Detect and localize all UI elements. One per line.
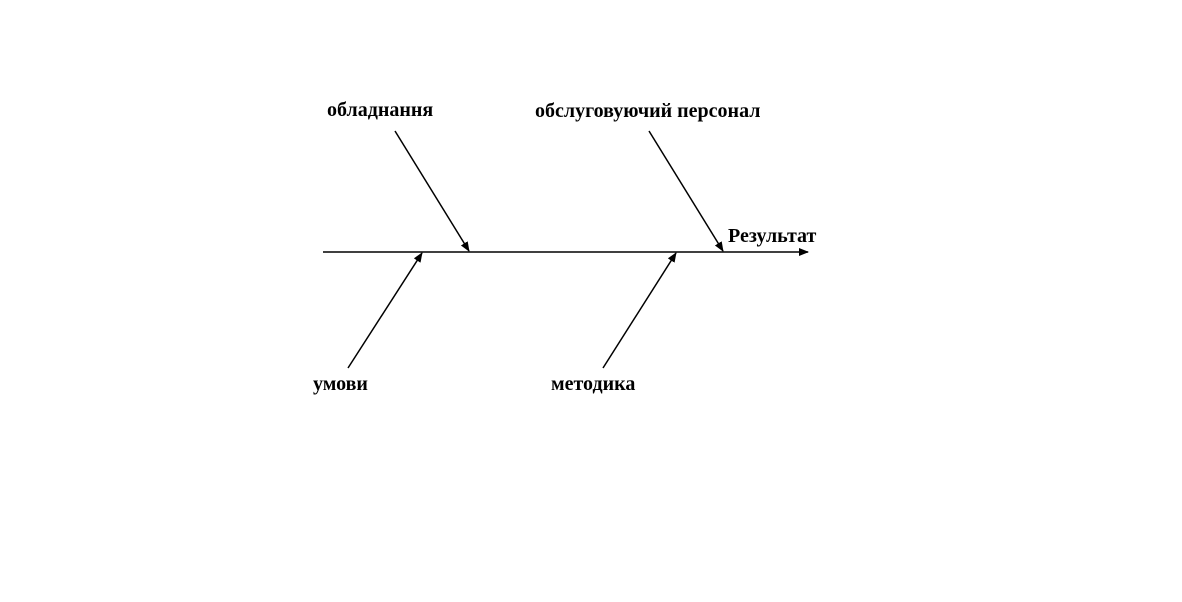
label-bottom-left: умови — [313, 373, 368, 395]
rib-top-right-arrow — [648, 130, 724, 252]
rib-top-left-arrow — [394, 130, 470, 252]
rib-bottom-left-arrow — [347, 252, 423, 369]
label-top-left: обладнання — [327, 99, 433, 121]
label-top-right: обслуговуючий персонал — [535, 100, 760, 122]
rib-bottom-right-arrow — [602, 252, 677, 369]
label-bottom-right: методика — [551, 373, 635, 395]
label-effect: Результат — [728, 225, 817, 247]
